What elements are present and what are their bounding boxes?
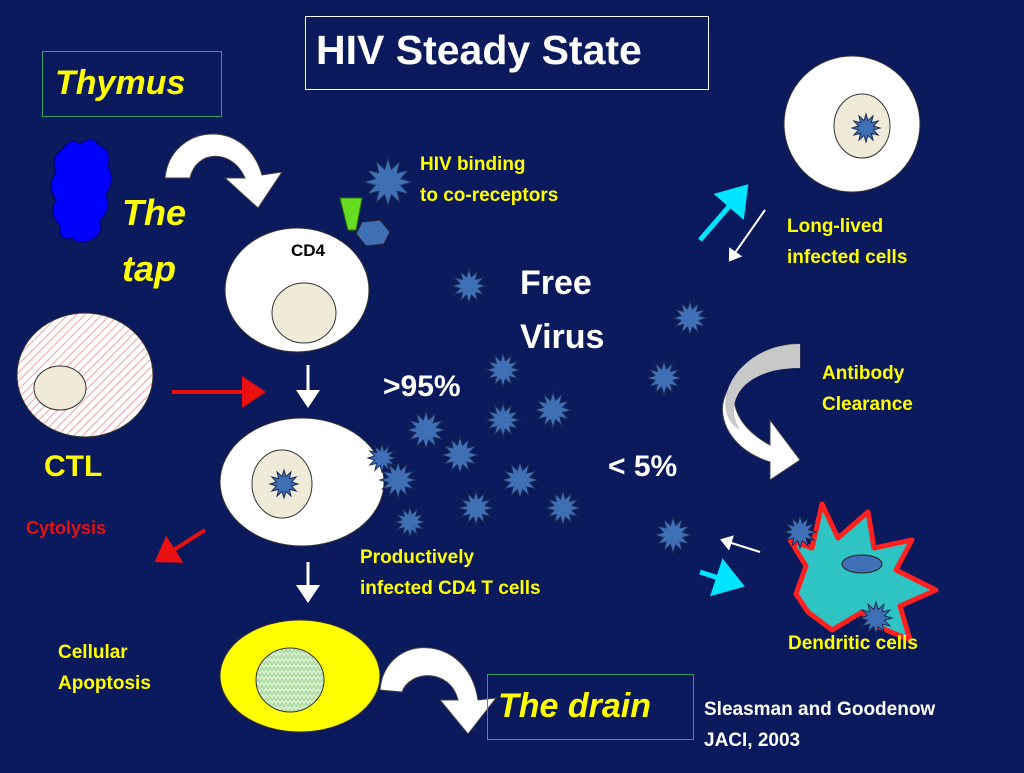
ctl-cell-nucleus: [33, 365, 87, 411]
antibody-label-line1: Antibody: [822, 363, 905, 384]
cytolysis-arrow: [154, 528, 207, 563]
thymus-label: Thymus: [55, 64, 186, 102]
cd4-cell-nucleus: [271, 282, 337, 344]
virus-particles: [268, 112, 894, 636]
long-lived-label-line1: Long-lived: [787, 216, 884, 237]
ctl-label: CTL: [44, 450, 103, 483]
binding-label-line2: to co-receptors: [420, 185, 559, 206]
drain-box: The drain: [487, 674, 694, 740]
dendritic-label: Dendritic cells: [788, 633, 918, 654]
long-lived-label-line2: infected cells: [787, 247, 908, 268]
antibody-label-line2: Clearance: [822, 394, 913, 415]
tap-curved-arrow: [164, 133, 284, 209]
apoptotic-cell-nucleus: [255, 647, 325, 713]
free-virus-label-line1: Free: [520, 264, 592, 302]
virus-particle: [500, 460, 540, 500]
virus-particle: [858, 600, 894, 636]
white-arrow-dendritic: [720, 535, 761, 553]
virus-particle: [405, 409, 447, 451]
virus-particle: [782, 514, 818, 550]
virus-particle: [850, 112, 882, 144]
dendritic-cell-nucleus: [841, 554, 883, 574]
virus-particle: [393, 505, 427, 539]
drain-curved-arrow: [379, 647, 498, 735]
virus-particle: [544, 489, 582, 527]
page-title: HIV Steady State: [316, 27, 642, 73]
virus-particle: [671, 299, 709, 337]
virus-particle: [484, 401, 522, 439]
pct-high-label: >95%: [383, 370, 461, 403]
white-arrow-down: [728, 209, 766, 262]
ctl-cell: [16, 312, 154, 438]
virus-particle: [484, 351, 522, 389]
virus-particle: [440, 435, 480, 475]
cd4-receptor: [339, 197, 363, 231]
virus-particle: [450, 267, 488, 305]
drain-label: The drain: [498, 687, 652, 725]
free-virus-label-line2: Virus: [520, 318, 605, 356]
cd4-label: CD4: [291, 241, 326, 260]
pct-low-label: < 5%: [608, 450, 678, 483]
productive-label-line1: Productively: [360, 547, 475, 568]
thymus-shape: [50, 139, 112, 244]
virus-particle: [533, 390, 573, 430]
apoptosis-label-line2: Apoptosis: [58, 673, 151, 694]
cytolysis-label: Cytolysis: [26, 518, 107, 538]
productive-label-line2: infected CD4 T cells: [360, 578, 541, 599]
citation-line2: JACI, 2003: [704, 730, 801, 751]
antibody-arrow-shade: [725, 344, 800, 430]
virus-particle: [268, 468, 300, 500]
cyan-arrow-dendritic: [699, 558, 745, 597]
virus-particle: [366, 442, 398, 474]
binding-label-line1: HIV binding: [420, 154, 526, 175]
virus-particle: [653, 515, 693, 555]
title-box: HIV Steady State: [305, 16, 709, 90]
co-receptor: [355, 219, 391, 247]
tap-label-line1: The: [122, 192, 187, 233]
virus-particle: [645, 359, 683, 397]
virus-particle: [457, 489, 495, 527]
cyan-arrow-up: [698, 184, 749, 242]
tap-label-line2: tap: [122, 248, 176, 289]
virus-particle: [362, 156, 414, 208]
citation-line1: Sleasman and Goodenow: [704, 699, 936, 720]
thymus-box: Thymus: [42, 51, 222, 117]
apoptosis-label-line1: Cellular: [58, 642, 128, 663]
